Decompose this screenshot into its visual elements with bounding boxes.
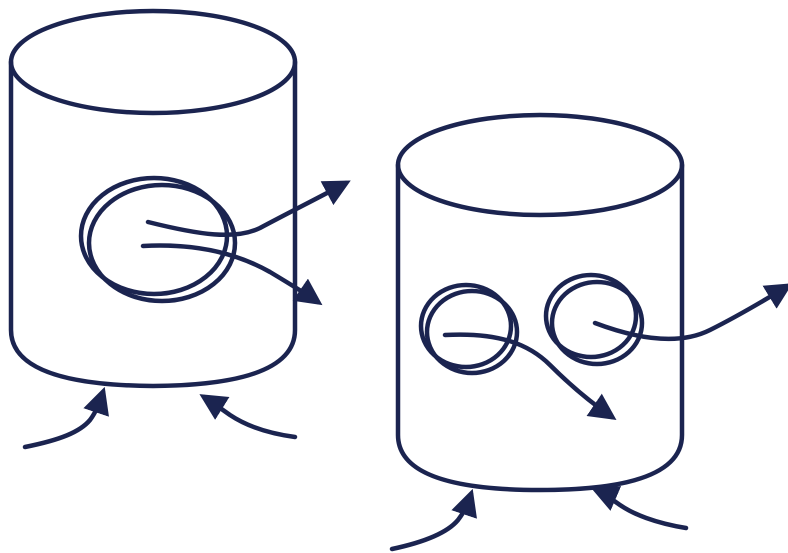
left-cylinder	[11, 11, 346, 447]
left-coil-ring-front	[81, 178, 227, 294]
left-cylinder-coil	[81, 178, 235, 301]
right-cylinder-top	[398, 115, 682, 215]
right-outlet-arrow-lower	[445, 335, 612, 417]
left-outlet-arrow-upper	[148, 183, 346, 235]
right-inlet-arrow-right	[596, 490, 686, 528]
right-cylinder	[392, 115, 788, 549]
right-coil-left-ring-front	[421, 285, 511, 367]
left-inlet-arrow-right	[204, 397, 295, 437]
left-cylinder-top	[11, 11, 295, 113]
left-inlet-arrow-left	[25, 392, 103, 447]
right-inlet-arrow-left	[392, 494, 471, 549]
right-coil-right-ring-front	[546, 275, 636, 357]
right-outlet-arrow-upper	[595, 286, 788, 339]
right-cylinder-coil-right	[546, 275, 642, 364]
right-cylinder-coil-left	[421, 285, 517, 373]
